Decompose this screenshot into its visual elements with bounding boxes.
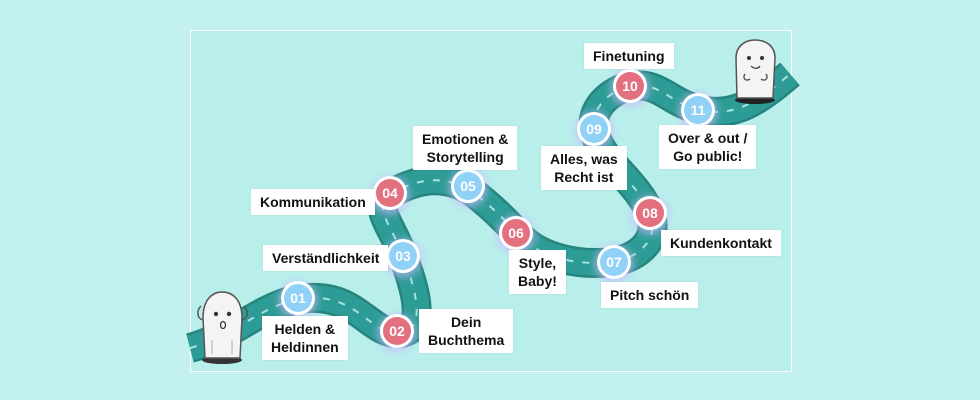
ghost-start-icon [197,291,248,364]
step-marker-02: 02 [378,314,416,352]
step-marker-04: 04 [371,176,409,214]
step-number: 01 [290,290,306,306]
step-marker-01: 01 [279,281,317,319]
step-label-07: Pitch schön [601,282,699,308]
step-label-10: Finetuning [584,43,674,69]
step-label-02: Dein Buchthema [419,309,514,353]
step-label-04: Kommunikation [251,189,375,215]
step-label-03: Verständlichkeit [263,245,389,271]
step-markers: 01 02 03 04 05 06 07 08 09 10 11 [279,69,717,352]
step-marker-07: 07 [595,245,633,283]
step-label-08: Kundenkontakt [661,230,781,256]
step-marker-08: 08 [631,196,669,234]
step-number: 03 [395,248,411,264]
step-number: 07 [606,254,622,270]
step-number: 02 [389,323,405,339]
step-marker-06: 06 [497,216,535,254]
step-number: 06 [508,225,524,241]
step-label-05: Emotionen & Storytelling [413,126,518,170]
step-label-09: Alles, was Recht ist [541,146,627,190]
ghost-finish-icon [735,39,776,104]
step-label-11: Over & out / Go public! [659,125,757,169]
step-label-06: Style, Baby! [509,250,566,294]
step-marker-09: 09 [575,112,613,150]
step-number: 09 [586,121,602,137]
step-number: 11 [691,102,706,118]
step-number: 08 [642,205,658,221]
step-number: 05 [460,178,476,194]
step-marker-11: 11 [679,93,717,131]
step-marker-10: 10 [611,69,649,107]
step-number: 10 [622,78,638,94]
step-label-01: Helden & Heldinnen [262,316,348,360]
step-marker-03: 03 [384,239,422,277]
step-marker-05: 05 [449,169,487,207]
step-number: 04 [382,185,398,201]
